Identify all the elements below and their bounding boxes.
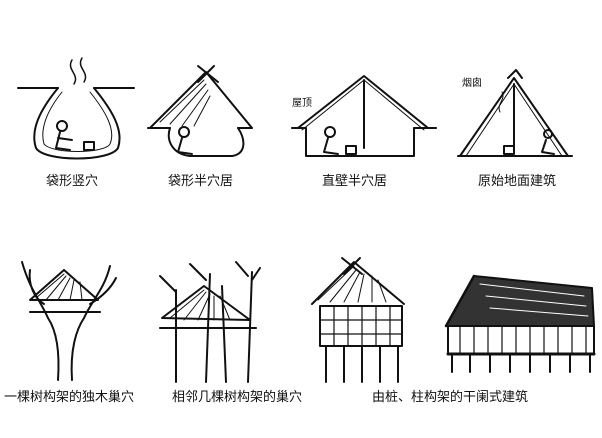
caption-stilt-house: 由桩、柱构架的干阑式建筑 — [372, 390, 529, 405]
above-ground-building-illustration — [457, 69, 573, 157]
bag-semi-pit-illustration — [147, 65, 253, 157]
caption-single-tree-nest: 一棵树构架的独木巢穴 — [4, 390, 135, 405]
roof-label: 屋顶 — [292, 98, 312, 109]
chimney-label: 烟囱 — [462, 78, 482, 89]
stilt-hall-illustration — [444, 274, 596, 373]
single-tree-nest-illustration — [21, 261, 117, 381]
caption-above-ground-building: 原始地面建筑 — [478, 174, 557, 189]
caption-bag-semi-pit: 袋形半穴居 — [168, 174, 234, 189]
caption-straight-wall-semi-pit: 直壁半穴居 — [322, 174, 388, 189]
multi-tree-nest-illustration — [159, 261, 261, 383]
caption-bag-pit: 袋形竖穴 — [46, 174, 99, 189]
bag-pit-illustration — [17, 57, 135, 160]
straight-wall-semi-pit-illustration — [291, 75, 437, 157]
caption-multi-tree-nest: 相邻几棵树构架的巢穴 — [172, 390, 303, 405]
stilt-house-thatched-illustration — [311, 257, 405, 383]
